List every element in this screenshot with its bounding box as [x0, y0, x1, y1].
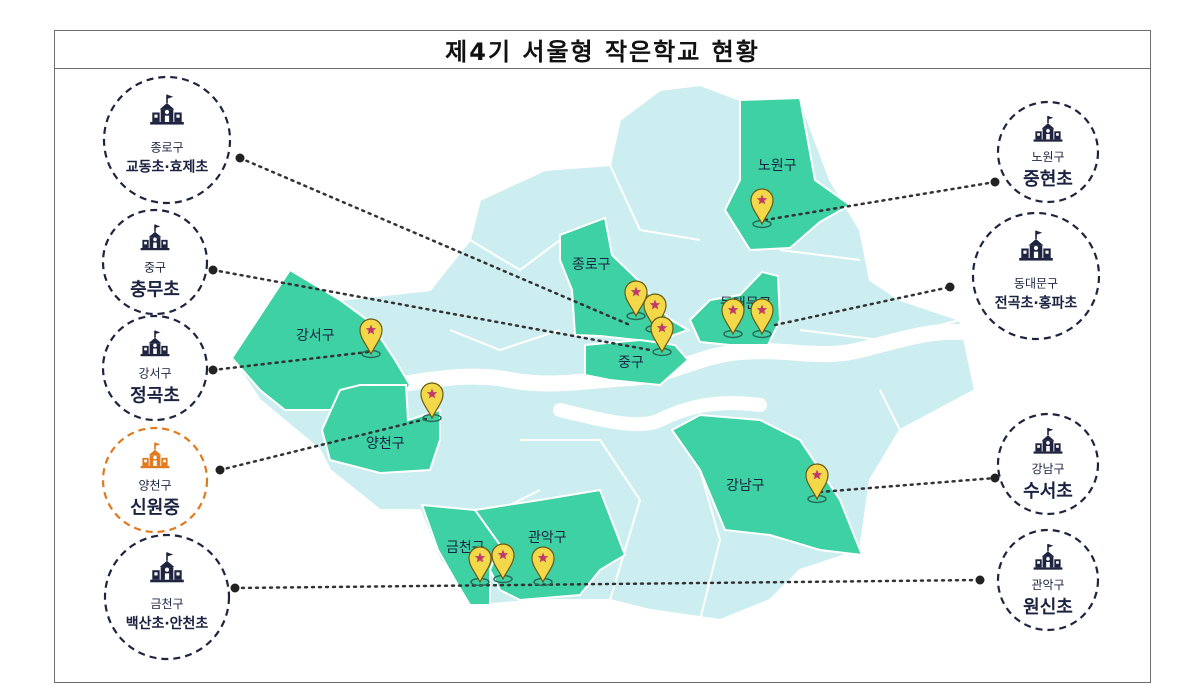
school-building-icon	[150, 552, 184, 583]
school-building-icon	[1033, 544, 1063, 570]
district-divider	[779, 249, 861, 261]
han-river	[387, 323, 968, 393]
district-gangnam	[670, 413, 864, 557]
leader-line-junggu	[211, 268, 652, 352]
leader-lines	[211, 156, 997, 590]
callout-district-label: 관악구	[1031, 578, 1064, 592]
callout-school-label: 전곡초·홍파초	[995, 294, 1078, 311]
map-label-gangnam: 강남구	[726, 478, 765, 494]
map-label-gangseo: 강서구	[296, 328, 335, 344]
callout-circle	[101, 314, 209, 422]
map-pin-icon	[468, 546, 492, 587]
callout-district-label: 노원구	[1031, 150, 1064, 164]
callout-district-label: 양천구	[138, 477, 171, 492]
callout-circle	[996, 100, 1100, 204]
callout-school-label: 중현초	[1023, 169, 1073, 190]
callout-school-label: 정곡초	[130, 385, 180, 406]
district-divider	[449, 329, 561, 352]
page-title: 제4기 서울형 작은학교 현황	[55, 31, 1150, 69]
map-pin-icon	[721, 298, 745, 339]
callout-district-label: 동대문구	[1014, 276, 1058, 290]
leader-line-gangseo	[211, 350, 370, 372]
district-divider	[609, 164, 701, 241]
callout-circle	[102, 75, 232, 205]
district-yangcheon	[320, 384, 441, 475]
map-pins	[359, 188, 829, 587]
callout-district-label: 강남구	[1031, 462, 1064, 476]
leader-line-yangcheon	[218, 416, 432, 472]
district-divider	[699, 469, 722, 621]
callout-district-label: 금천구	[150, 596, 183, 611]
map-pin-icon	[359, 318, 383, 359]
district-divider	[469, 239, 561, 272]
map-label-nowon: 노원구	[758, 158, 797, 174]
school-building-icon	[1033, 428, 1063, 454]
callout-school-label: 교동초·효제초	[126, 159, 209, 175]
map-label-junggu: 중구	[618, 355, 644, 371]
leader-line-dots	[208, 153, 1000, 593]
map-pin-icon	[624, 280, 648, 321]
map-pin-icon	[420, 382, 444, 423]
leader-line-gangnam	[818, 476, 997, 494]
callout-district-label: 종로구	[150, 140, 183, 154]
map-pin-icon	[805, 463, 829, 504]
district-divider	[520, 439, 642, 601]
map-pin-icon	[750, 188, 774, 229]
district-divider	[879, 389, 901, 431]
leader-line-jongno	[238, 156, 632, 327]
leader-line-geumcheon	[233, 578, 982, 590]
school-building-icon	[140, 442, 170, 469]
callout-school-label: 원신초	[1023, 597, 1073, 618]
callout-circle	[996, 412, 1100, 516]
leader-line-dongdaemun	[773, 285, 952, 327]
map-pin-icon	[750, 298, 774, 339]
callout-school-label: 백산초·안천초	[126, 615, 209, 632]
callout-circle	[101, 426, 209, 534]
callout-circle	[971, 211, 1101, 341]
callout-district-label: 중구	[144, 260, 166, 274]
map-label-jongno: 종로구	[572, 257, 611, 273]
map-pin-icon	[531, 546, 555, 587]
map-pin-icon	[491, 543, 515, 584]
school-building-icon	[1033, 116, 1063, 142]
callout-school-label: 신원중	[130, 497, 180, 518]
callout-district-label: 강서구	[138, 366, 171, 380]
school-building-icon	[140, 330, 170, 357]
callout-circle	[103, 533, 231, 661]
school-building-icon	[1019, 230, 1053, 261]
map-label-gwanak: 관악구	[528, 530, 567, 546]
school-building-icon	[140, 224, 170, 251]
callout-circle	[996, 528, 1100, 632]
callout-school-label: 충무초	[130, 279, 180, 300]
school-callouts: 종로구교동초·효제초중구충무초강서구정곡초양천구신원중금천구백산초·안천초노원구…	[101, 75, 1101, 661]
callout-circle	[101, 208, 209, 316]
map-label-yangcheon: 양천구	[366, 436, 405, 452]
callout-school-label: 수서초	[1023, 481, 1073, 502]
map-pin-icon	[650, 316, 674, 357]
han-river-south	[553, 396, 767, 432]
school-building-icon	[150, 94, 184, 125]
